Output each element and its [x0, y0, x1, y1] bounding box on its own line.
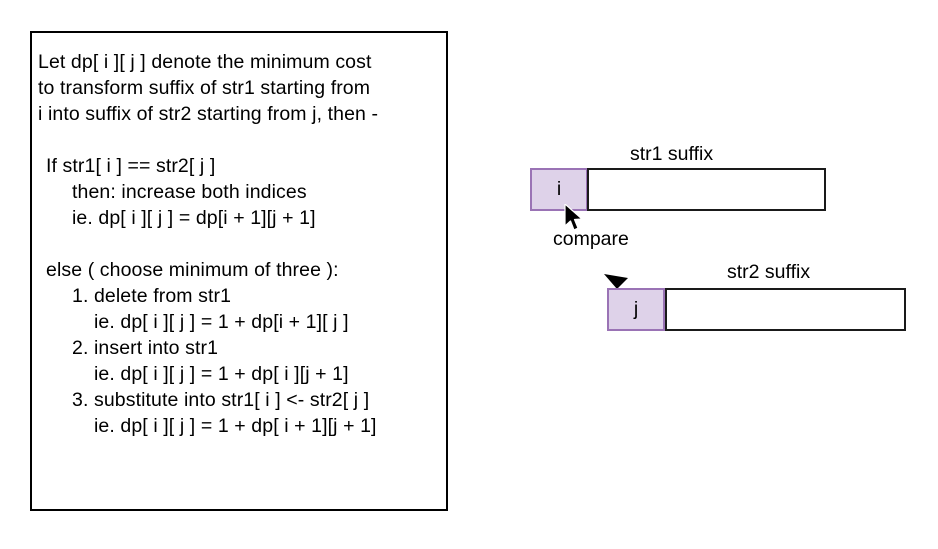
- explanation-line: 2. insert into str1: [72, 337, 219, 359]
- explanation-line: else ( choose minimum of three ):: [46, 259, 339, 281]
- explanation-line: i into suffix of str2 starting from j, t…: [38, 103, 379, 125]
- explanation-line: ie. dp[ i ][ j ] = dp[i + 1][j + 1]: [72, 207, 316, 229]
- explanation-line: to transform suffix of str1 starting fro…: [38, 77, 371, 99]
- pointer-arrowhead-icon: [604, 274, 628, 289]
- explanation-panel: Let dp[ i ][ j ] denote the minimum cost…: [30, 31, 448, 511]
- str2-suffix-box: [665, 288, 906, 331]
- str1-suffix-box: [587, 168, 826, 211]
- explanation-spacer: [38, 231, 446, 257]
- explanation-line: Let dp[ i ][ j ] denote the minimum cost: [38, 51, 372, 73]
- explanation-line: 3. substitute into str1[ i ] <- str2[ j …: [72, 389, 370, 411]
- str2-index-cell: j: [607, 288, 665, 331]
- explanation-line: ie. dp[ i ][ j ] = 1 + dp[ i ][j + 1]: [94, 363, 349, 385]
- explanation-line: then: increase both indices: [72, 181, 307, 203]
- explanation-line: If str1[ i ] == str2[ j ]: [46, 155, 216, 177]
- explanation-line: ie. dp[ i ][ j ] = 1 + dp[i + 1][ j ]: [94, 311, 349, 333]
- str1-index-cell: i: [530, 168, 588, 211]
- explanation-spacer: [38, 127, 446, 153]
- str1-suffix-label: str1 suffix: [630, 143, 714, 165]
- compare-label: compare: [553, 228, 629, 250]
- explanation-line: 1. delete from str1: [72, 285, 232, 307]
- mouse-cursor-icon: [564, 204, 583, 231]
- explanation-line: ie. dp[ i ][ j ] = 1 + dp[ i + 1][j + 1]: [94, 415, 377, 437]
- str2-suffix-label: str2 suffix: [727, 261, 811, 283]
